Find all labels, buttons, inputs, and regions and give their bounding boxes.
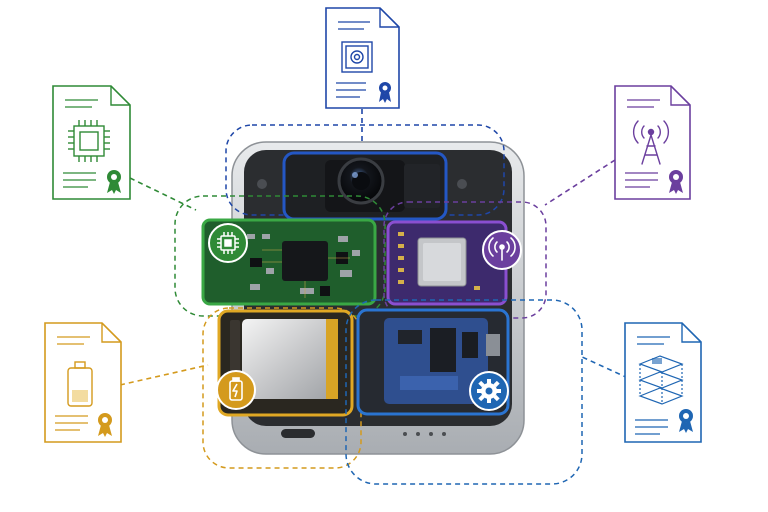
chip-icon xyxy=(68,120,110,162)
battery-cell xyxy=(242,319,336,399)
award-ribbon-icon xyxy=(98,413,112,437)
wireless-module xyxy=(383,201,547,319)
mechanical-certificate-document xyxy=(624,322,702,443)
mechanical-module xyxy=(345,299,583,485)
wireless-module-outline xyxy=(383,201,547,319)
wireless-badge xyxy=(482,230,522,270)
battery-icon xyxy=(67,361,93,407)
exploded-assembly-icon xyxy=(638,355,684,405)
connector-mechanical xyxy=(579,355,629,379)
status-leds xyxy=(403,432,446,436)
mechanical-module-outline xyxy=(345,299,583,485)
chip-icon xyxy=(217,232,239,254)
gear-icon xyxy=(477,379,501,403)
award-ribbon-icon xyxy=(107,170,121,194)
camera-certificate-document xyxy=(325,7,400,109)
battery-certificate-document xyxy=(44,322,122,443)
award-ribbon-icon xyxy=(669,170,683,194)
connector-battery xyxy=(119,364,209,386)
connector-processor xyxy=(129,177,197,211)
battery-module xyxy=(202,307,362,469)
camera-module-icon xyxy=(341,41,373,73)
mechanical-badge xyxy=(469,371,509,411)
processor-module xyxy=(174,195,386,317)
camera-module xyxy=(225,124,505,221)
antenna-signal-icon xyxy=(488,237,516,261)
battery-badge xyxy=(216,370,256,410)
battery-icon xyxy=(229,377,243,401)
camera-module-outline xyxy=(225,124,505,216)
connector-lines xyxy=(119,109,629,386)
wireless-certificate-document xyxy=(614,85,691,200)
award-ribbon-icon xyxy=(379,82,391,103)
radio-tower-icon xyxy=(632,120,670,165)
usb-port xyxy=(281,429,315,438)
processor-badge xyxy=(208,223,248,263)
processor-certificate-document xyxy=(52,85,131,200)
main-processor-chip xyxy=(282,241,328,281)
connector-wireless xyxy=(544,159,616,206)
award-ribbon-icon xyxy=(679,409,693,433)
